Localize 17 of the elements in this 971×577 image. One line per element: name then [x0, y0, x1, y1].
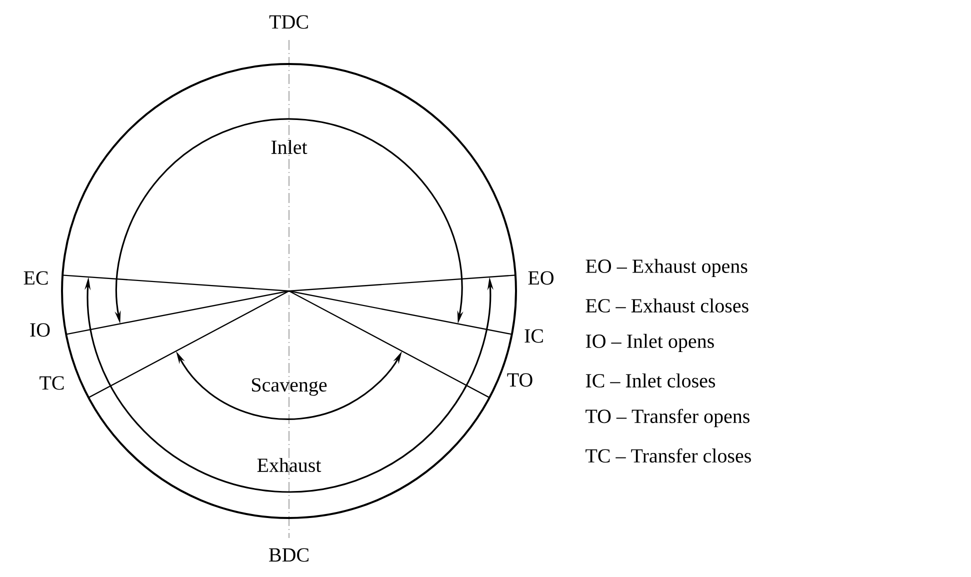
angle-label: TDC: [269, 15, 308, 29]
legend-text: IO – Inlet opens: [586, 334, 714, 352]
phase-label: Inlet: [271, 140, 308, 154]
legend-text: IC – Inlet closes: [586, 373, 716, 388]
angle-label: TO: [507, 373, 532, 387]
phase-label: Exhaust: [257, 458, 322, 472]
legend-text: EC – Exhaust closes: [586, 298, 748, 313]
phase-label: Scavenge: [252, 378, 327, 396]
legend-text: TC – Transfer closes: [586, 448, 751, 463]
angle-label: TC: [40, 376, 64, 390]
legend-text: TO – Transfer opens: [586, 408, 750, 428]
legend-text: EO – Exhaust opens: [586, 258, 748, 278]
angle-label: IC: [524, 329, 543, 343]
angle-label: IO: [30, 323, 50, 337]
angle-label: EC: [24, 271, 48, 285]
angle-label: EO: [528, 271, 554, 285]
angle-label: BDC: [269, 548, 308, 562]
